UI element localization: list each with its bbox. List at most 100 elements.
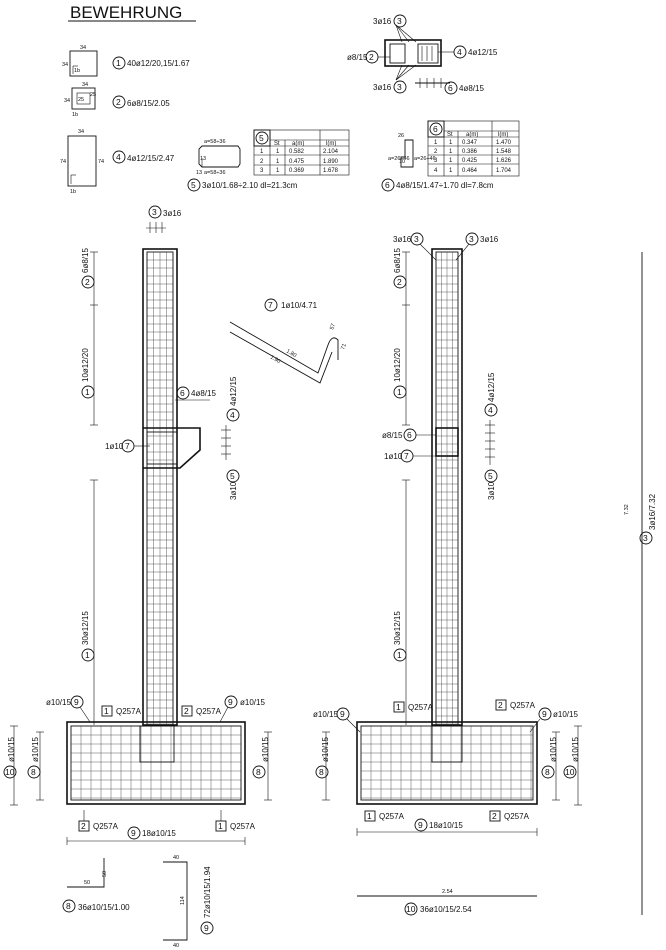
svg-text:10ø12/20: 10ø12/20 xyxy=(81,348,90,382)
svg-text:9: 9 xyxy=(228,697,233,707)
svg-text:3ø16: 3ø16 xyxy=(393,235,412,244)
bar-shape-9: 40 114 40 9 72ø10/15/1.94 xyxy=(163,855,214,949)
svg-text:3: 3 xyxy=(643,533,648,543)
svg-text:8: 8 xyxy=(66,901,71,911)
svg-text:Q257A: Q257A xyxy=(230,822,256,831)
svg-text:1: 1 xyxy=(396,702,401,712)
svg-text:71: 71 xyxy=(340,343,348,351)
svg-text:1: 1 xyxy=(104,706,109,716)
svg-text:ø8/15: ø8/15 xyxy=(382,431,403,440)
svg-text:ø8/15: ø8/15 xyxy=(347,53,368,62)
svg-text:57: 57 xyxy=(329,323,337,331)
svg-text:2: 2 xyxy=(260,159,264,165)
bar-shape-3: 7.32 3 3ø16/7.32 xyxy=(624,252,657,915)
svg-text:2: 2 xyxy=(184,706,189,716)
svg-text:4: 4 xyxy=(434,168,438,174)
svg-text:9: 9 xyxy=(131,828,136,838)
svg-text:1: 1 xyxy=(85,387,90,397)
svg-text:2.54: 2.54 xyxy=(442,889,453,895)
svg-text:1: 1 xyxy=(276,168,280,174)
svg-text:4ø8/15: 4ø8/15 xyxy=(191,389,216,398)
svg-text:1b: 1b xyxy=(70,189,76,195)
svg-text:40: 40 xyxy=(173,943,179,949)
svg-text:18ø10/15: 18ø10/15 xyxy=(429,821,463,830)
svg-text:9: 9 xyxy=(74,697,79,707)
svg-text:26: 26 xyxy=(398,133,404,139)
svg-text:5: 5 xyxy=(488,471,493,481)
svg-text:5: 5 xyxy=(191,180,196,190)
bar-label-3: 3ø16/7.32 xyxy=(648,493,657,530)
svg-text:2: 2 xyxy=(81,821,86,831)
svg-text:1: 1 xyxy=(397,650,402,660)
bar-label-4: 4ø12/15/2.47 xyxy=(127,154,175,163)
svg-text:0.386: 0.386 xyxy=(462,149,478,155)
svg-text:10ø12/20: 10ø12/20 xyxy=(393,348,402,382)
svg-text:2: 2 xyxy=(116,97,121,107)
table-5: 5 St a(m) l(m) 1 1 0.582 2.104 2 1 0.475… xyxy=(253,129,350,176)
svg-text:1: 1 xyxy=(449,158,453,164)
svg-text:3ø16: 3ø16 xyxy=(480,235,499,244)
svg-text:2: 2 xyxy=(434,149,438,155)
svg-text:ø10/15: ø10/15 xyxy=(553,710,578,719)
svg-text:6ø8/15: 6ø8/15 xyxy=(81,248,90,273)
svg-text:1.548: 1.548 xyxy=(496,149,512,155)
svg-text:1ø10: 1ø10 xyxy=(384,452,403,461)
svg-text:St: St xyxy=(447,132,453,138)
svg-text:ø10/15: ø10/15 xyxy=(31,737,40,762)
svg-text:1.704: 1.704 xyxy=(496,168,512,174)
svg-text:2: 2 xyxy=(85,277,90,287)
svg-text:2: 2 xyxy=(498,700,503,710)
bar-shape-8: 50 50 8 36ø10/15/1.00 xyxy=(62,858,130,913)
svg-text:1: 1 xyxy=(449,140,453,146)
svg-text:3: 3 xyxy=(397,16,402,26)
svg-text:3ø10: 3ø10 xyxy=(487,481,496,500)
svg-text:4: 4 xyxy=(116,152,121,162)
svg-text:a(m): a(m) xyxy=(466,132,478,138)
svg-text:4: 4 xyxy=(488,405,493,415)
svg-text:6: 6 xyxy=(407,430,412,440)
bar-label-1: 40ø12/20,15/1.67 xyxy=(127,59,190,68)
bar-label-6: 4ø8/15/1.47÷1.70 dl=7.8cm xyxy=(396,181,494,190)
svg-text:1: 1 xyxy=(367,811,372,821)
svg-text:1: 1 xyxy=(85,650,90,660)
svg-text:9: 9 xyxy=(204,923,209,933)
svg-text:a=26÷46: a=26÷46 xyxy=(388,156,410,162)
svg-text:1ø10: 1ø10 xyxy=(105,442,124,451)
bar-label-10: 36ø10/15/2.54 xyxy=(420,905,472,914)
svg-text:1: 1 xyxy=(218,821,223,831)
svg-text:l(m): l(m) xyxy=(326,141,336,147)
svg-text:8: 8 xyxy=(31,767,36,777)
svg-text:ø10/15: ø10/15 xyxy=(313,710,338,719)
svg-text:3: 3 xyxy=(469,234,474,244)
bar-shape-4: 34 74 74 1b 4 4ø12/15/2.47 xyxy=(60,129,175,195)
svg-text:4ø8/15: 4ø8/15 xyxy=(459,84,484,93)
svg-text:a(m): a(m) xyxy=(292,141,304,147)
svg-text:7: 7 xyxy=(404,451,409,461)
svg-text:1b: 1b xyxy=(72,112,78,118)
svg-text:13: 13 xyxy=(200,156,206,162)
svg-text:9: 9 xyxy=(340,709,345,719)
svg-text:3ø16: 3ø16 xyxy=(163,209,182,218)
svg-text:7: 7 xyxy=(125,441,130,451)
svg-text:74: 74 xyxy=(60,159,66,165)
svg-text:6: 6 xyxy=(385,180,390,190)
svg-text:ø10/15: ø10/15 xyxy=(240,698,265,707)
svg-text:40: 40 xyxy=(173,855,179,861)
svg-text:8: 8 xyxy=(545,767,550,777)
table-6: 6 St a(m) l(m) 1 1 0.347 1.470 2 1 0.386… xyxy=(427,120,520,177)
bar-shape-6: 26 a=26÷46 a=26÷46 10 xyxy=(388,133,436,168)
svg-text:4: 4 xyxy=(457,47,462,57)
svg-text:2: 2 xyxy=(492,811,497,821)
svg-text:1: 1 xyxy=(260,149,264,155)
svg-text:0.464: 0.464 xyxy=(462,168,478,174)
svg-text:1.678: 1.678 xyxy=(323,168,339,174)
svg-text:3ø16: 3ø16 xyxy=(373,83,392,92)
svg-text:1.626: 1.626 xyxy=(496,158,512,164)
svg-text:Q257A: Q257A xyxy=(93,822,119,831)
bar-shape-7: 7 1ø10/4.71 1.80 1.90 57 71 xyxy=(229,298,348,384)
svg-text:a=58÷36: a=58÷36 xyxy=(204,170,226,176)
svg-text:4ø12/15: 4ø12/15 xyxy=(468,48,498,57)
svg-text:ø10/15: ø10/15 xyxy=(549,737,558,762)
svg-text:7: 7 xyxy=(268,300,273,310)
